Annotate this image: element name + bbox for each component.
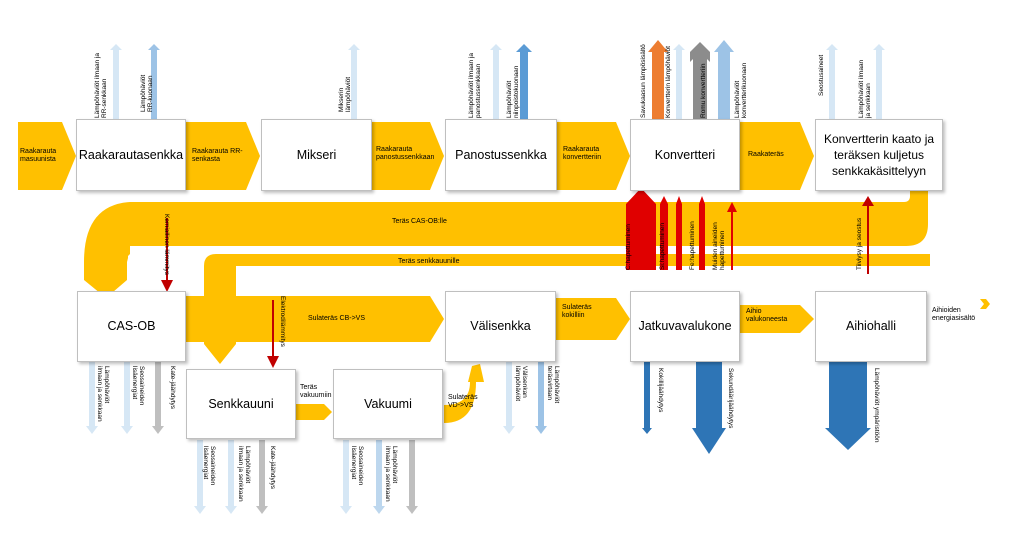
label-senk-seos: Seosaineiden lisäenergiat bbox=[201, 446, 216, 486]
label-muut-hapetus: Muiden aineiden hapettuminen bbox=[712, 222, 727, 270]
label-teras-cas-ob: Teräs CAS-OB:lle bbox=[392, 218, 447, 225]
label-cas-kate: Kate-jäähdytys bbox=[169, 366, 176, 409]
label-sulateras-cb-vs: Sulateräs CB->VS bbox=[308, 315, 365, 322]
label-fe-hapetus: Fe:hapettuminen bbox=[689, 221, 696, 270]
label-kemiallinen: Kemiallinen lämmitys bbox=[163, 214, 170, 276]
flow-curve-vd-vs bbox=[444, 364, 484, 423]
unit-valisenkka: Välisenkka bbox=[445, 291, 556, 362]
label-romu: Romu konvertteriin bbox=[700, 63, 707, 118]
label-sulateras-kokilliin: Sulateräs kokilliin bbox=[562, 304, 592, 320]
label-mikseri-lampo: Mikserin lämpöhäviöt bbox=[338, 76, 353, 112]
label-raakarauta-rr-senkasta: Raakarauta RR-senkasta bbox=[192, 148, 243, 164]
top-arrows bbox=[110, 40, 885, 120]
label-vak-ilma: Lämpöhäviöt ilmaan ja senkkaan bbox=[383, 446, 398, 502]
label-vali-lampo: Välisenkan lämpöhäviöt bbox=[513, 366, 528, 402]
flow-arrow-kokilliin bbox=[556, 298, 630, 340]
label-seostusaineet: Seostusaineet bbox=[818, 54, 825, 96]
flow-arrow-panostussenkkaan bbox=[372, 122, 444, 190]
label-raakateras: Raakateräs bbox=[748, 151, 784, 158]
label-si-hapetus: Si:hapettuminen bbox=[659, 223, 666, 270]
flow-arrow-masuuni bbox=[18, 122, 76, 190]
label-senk-ilma: Lämpöhäviöt ilmaan ja senkkaan bbox=[236, 446, 251, 502]
label-konv-kuona: Lämpöhäviöt konvertterikuonaan bbox=[734, 62, 749, 118]
label-raakarauta-masuunista: Raakarauta masuunista bbox=[20, 148, 57, 164]
label-kaato-ilma: Lämpöhäviöt ilmaan ja senkkaan bbox=[858, 59, 873, 118]
label-rr-ilma: Lämpöhäviöt ilmaan ja RR-senkkaan bbox=[94, 52, 109, 118]
label-panostus-ilma: Lämpöhäviöt ilmaan ja panostussenkkaan bbox=[468, 52, 483, 118]
unit-aihiohalli: Aihiohalli bbox=[815, 291, 927, 362]
flow-arrow-raakateras bbox=[740, 122, 814, 190]
unit-senkkauuni: Senkkauuni bbox=[186, 369, 296, 439]
label-jatkuva-kokilli: Kokillijäähdytys bbox=[657, 368, 664, 413]
label-savukaasu: Savukaasun lämpösisältö bbox=[640, 44, 647, 118]
flow-arrow-rr-senkasta bbox=[186, 122, 260, 190]
flow-arrow-konvertteriin bbox=[557, 122, 630, 190]
flow-arrow-vakuumiin bbox=[296, 404, 332, 420]
label-c-hapetus: C:hapettuminen bbox=[625, 224, 632, 270]
label-teras-senkkauunille: Teräs senkkauunille bbox=[398, 258, 460, 265]
unit-kaato: Konvertterin kaato ja teräksen kuljetus … bbox=[815, 119, 943, 191]
label-raakarauta-panostussenkkaan: Raakarauta panostussenkkaan bbox=[376, 146, 435, 162]
label-sulateras-vd-vs: Sulateräs VD->VS bbox=[448, 394, 478, 410]
flow-band-senkkauuni bbox=[204, 254, 930, 364]
label-aihioiden-energiasisalto: Aihioiden energiasisältö bbox=[932, 307, 976, 323]
unit-raakarautasenkka: Raakarautasenkka bbox=[76, 119, 186, 191]
label-aihio-lampo: Lämpöhäviöt ympäristöön bbox=[873, 368, 880, 443]
label-senk-kate: Kate-jäähdytys bbox=[269, 446, 276, 489]
label-panostus-kuona: Lämpöhäviöt niinpoistokuonaan bbox=[506, 65, 521, 118]
flow-arrow-aihio bbox=[740, 305, 814, 333]
bottom-arrows bbox=[86, 362, 871, 514]
label-raakarauta-konvertteriin: Raakarauta konvertteriin bbox=[563, 146, 602, 162]
label-aihio-valukoneesta: Aihio valukoneesta bbox=[746, 308, 788, 324]
flow-arrow-cb-vs bbox=[186, 296, 444, 342]
label-cas-seos: Seosaineiden lisäenergiat bbox=[130, 366, 145, 406]
label-tiiviys: Tiiviysy ja seostus bbox=[856, 217, 863, 270]
unit-mikseri: Mikseri bbox=[261, 119, 372, 191]
unit-konvertteri: Konvertteri bbox=[630, 119, 740, 191]
flow-band-cas-ob bbox=[84, 190, 928, 298]
label-vali-teras: Lämpöhäviöt teräsvirtaan bbox=[545, 366, 560, 404]
label-konv-lampo: Konvertterin lämpöhäviöt bbox=[665, 46, 672, 118]
unit-panostussenkka: Panostussenkka bbox=[445, 119, 557, 191]
unit-jatkuvavalukone: Jatkuvavalukone bbox=[630, 291, 740, 362]
label-elektrodi: Elektrodilämmitys bbox=[279, 296, 286, 347]
label-cas-ilma: Lämpöhäviöt ilmaan ja senkkaan bbox=[95, 366, 110, 422]
unit-cas-ob: CAS-OB bbox=[77, 291, 186, 362]
label-jatkuva-sekundaari: Sekundäärijäähdytys bbox=[727, 368, 734, 429]
red-arrows bbox=[161, 188, 874, 368]
unit-vakuumi: Vakuumi bbox=[333, 369, 443, 439]
label-teras-vakuumiin: Teräs vakuumiin bbox=[300, 384, 332, 400]
label-rr-kuonaan: Lämpöhäviöt RR-kuonaan bbox=[140, 74, 155, 112]
label-vak-seos: Seosaineiden lisäenergiat bbox=[349, 446, 364, 486]
flow-arrow-energiasisalto bbox=[980, 299, 990, 309]
